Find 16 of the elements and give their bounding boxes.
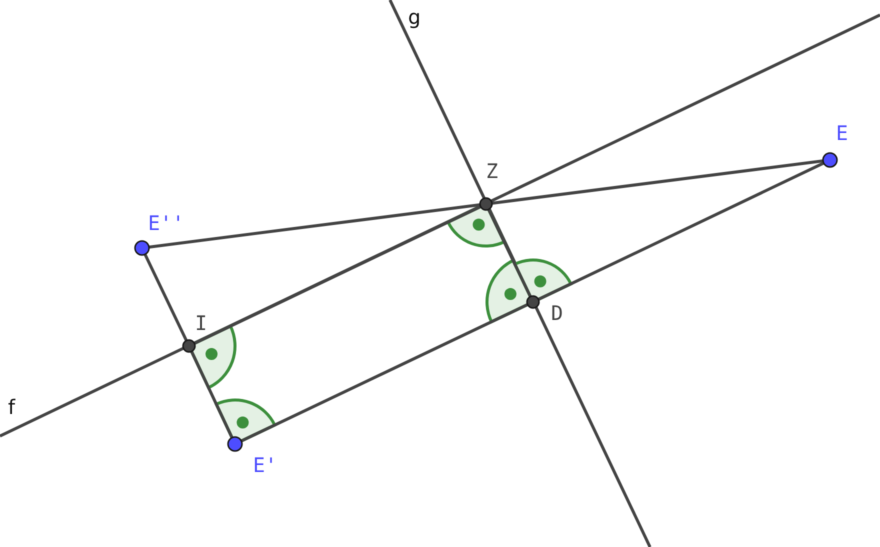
point-label: E <box>836 122 848 144</box>
line-segment <box>190 350 234 440</box>
point-label: D <box>551 302 564 324</box>
line-label: g <box>408 6 421 28</box>
point-label: Z <box>486 160 498 182</box>
line-label: f <box>8 396 16 418</box>
line-segment <box>148 203 480 249</box>
line-segment <box>240 303 528 443</box>
line-segment <box>538 161 826 301</box>
line-segment <box>143 252 188 342</box>
line-segment <box>492 159 824 205</box>
line-segment <box>194 205 482 345</box>
point-label: I <box>195 312 208 334</box>
line-segment <box>487 208 532 298</box>
point-label: E' <box>253 454 278 476</box>
point-label: E'' <box>148 212 184 234</box>
